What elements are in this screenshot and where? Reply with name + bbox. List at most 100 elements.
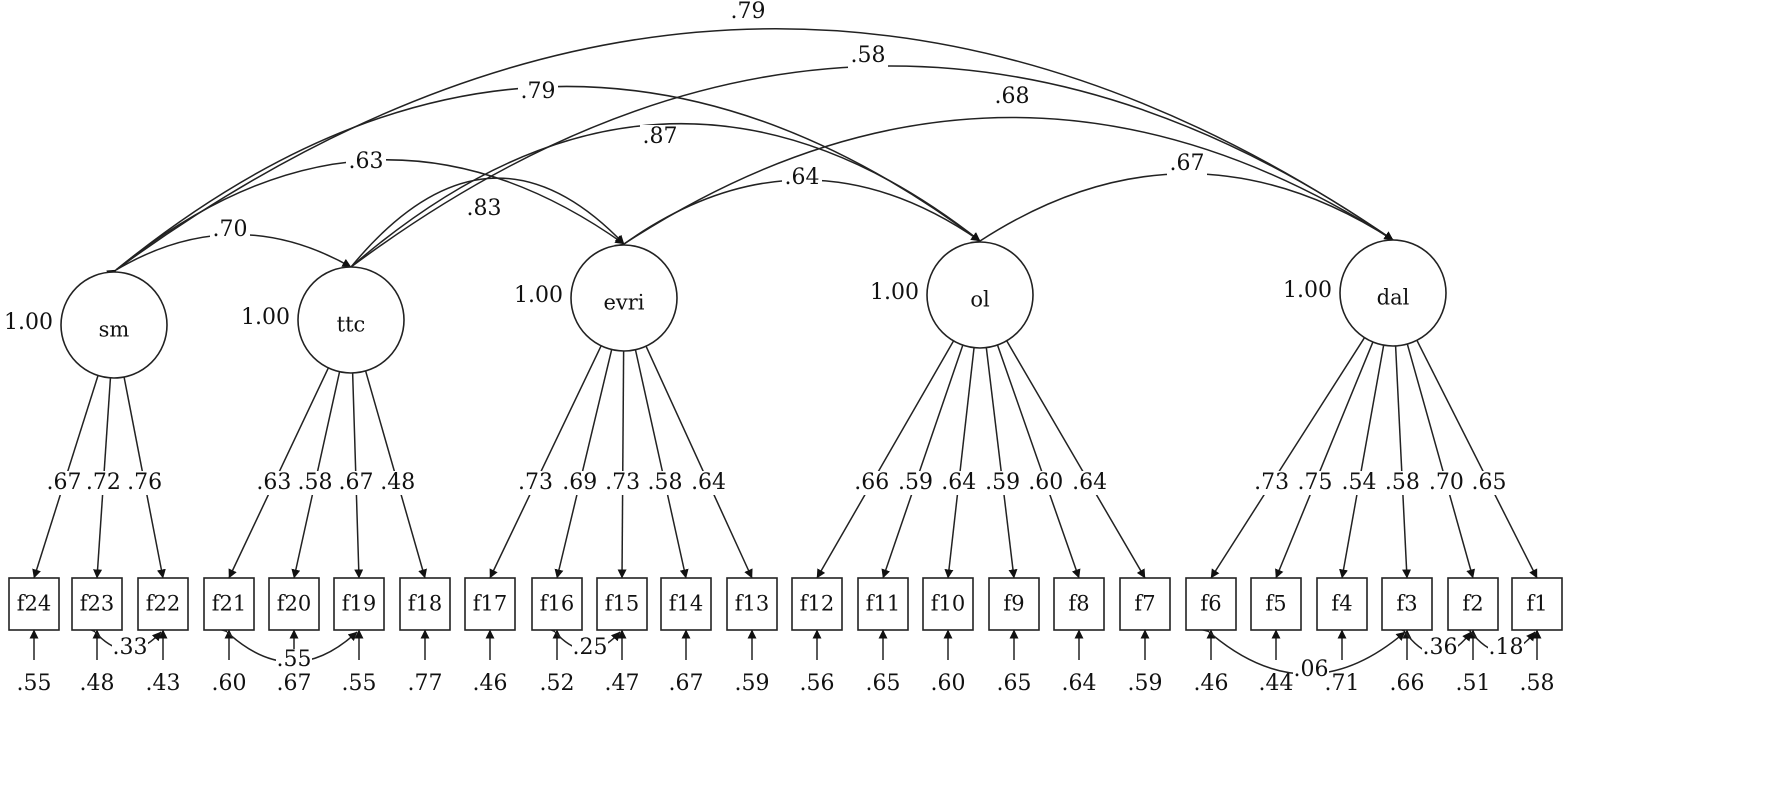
latent-label-sm: sm [99, 318, 130, 342]
loading-label-bg [129, 471, 160, 495]
loading-label-f23: .72 [86, 470, 121, 495]
loading-label-bg [943, 471, 974, 495]
correlation-label-bg [518, 80, 558, 104]
latent-circle-ol [926, 241, 1034, 349]
error-covariance-label-bg [1488, 637, 1524, 659]
loading-label-bg [1030, 471, 1061, 495]
indicator-label-f2: f2 [1462, 592, 1483, 616]
latent-circle-dal [1339, 239, 1447, 347]
loading-path-f6 [1210, 337, 1366, 579]
indicator-label-f10: f10 [931, 592, 966, 616]
loading-label-f19: .67 [339, 470, 374, 495]
latent-variance-ol: 1.00 [870, 280, 919, 305]
error-label-f4: .71 [1325, 671, 1360, 696]
loading-label-bg [649, 471, 680, 495]
indicator-label-f14: f14 [669, 592, 704, 616]
error-label-f8: .64 [1062, 671, 1097, 696]
indicator-box-f4 [1316, 577, 1368, 631]
loading-label-f14: .58 [647, 470, 682, 495]
loading-label-bg [520, 471, 551, 495]
indicator-box-f20 [268, 577, 320, 631]
error-covariance-label-bg [1293, 659, 1329, 681]
indicator-box-f17 [464, 577, 516, 631]
loading-label-bg [900, 471, 931, 495]
error-covariance-label-f23-f22: .33 [113, 635, 148, 660]
indicator-box-f9 [988, 577, 1040, 631]
correlation-arc-sm-dal [106, 28, 1394, 279]
loading-label-f21: .63 [256, 470, 291, 495]
indicator-label-f17: f17 [473, 592, 508, 616]
correlation-label-bg [848, 44, 888, 68]
loading-label-f10: .64 [941, 470, 976, 495]
loading-label-f13: .64 [691, 470, 726, 495]
loading-path-f16 [554, 349, 613, 579]
loading-label-bg [1074, 471, 1105, 495]
latent-label-dal: dal [1377, 286, 1410, 310]
latent-label-ttc: ttc [337, 313, 366, 337]
error-label-f6: .46 [1194, 671, 1229, 696]
error-label-f16: .52 [540, 671, 575, 696]
indicator-box-f19 [333, 577, 385, 631]
loading-label-f20: .58 [297, 470, 332, 495]
loading-label-bg [1474, 471, 1504, 495]
indicator-label-f16: f16 [540, 592, 575, 616]
correlation-label-bg [728, 0, 768, 24]
error-label-f12: .56 [800, 671, 835, 696]
indicator-label-f19: f19 [342, 592, 377, 616]
latent-circle-evri [570, 244, 678, 352]
indicator-label-f21: f21 [212, 592, 247, 616]
loading-path-f7 [1006, 340, 1146, 579]
indicator-label-f22: f22 [146, 592, 181, 616]
loading-label-bg [1256, 471, 1287, 495]
error-label-f5: .44 [1259, 671, 1294, 696]
correlation-label-ol-dal: .67 [1170, 151, 1205, 176]
correlation-label-ttc-dal: .68 [995, 84, 1030, 109]
indicator-box-f10 [922, 577, 974, 631]
correlation-arc-sm-ol [106, 85, 981, 279]
loading-label-bg [1387, 471, 1418, 495]
correlation-label-sm-ol: .79 [521, 79, 556, 104]
indicator-label-f23: f23 [80, 592, 115, 616]
loading-label-f8: .60 [1028, 470, 1063, 495]
loading-label-f3: .58 [1385, 470, 1420, 495]
indicator-label-f12: f12 [800, 592, 835, 616]
indicator-label-f5: f5 [1265, 592, 1286, 616]
loading-path-f5 [1275, 341, 1374, 579]
correlation-label-bg [1167, 152, 1207, 176]
error-label-f24: .55 [17, 671, 52, 696]
loading-label-bg [856, 471, 887, 495]
indicator-box-f23 [71, 577, 123, 631]
latent-circle-ttc [297, 266, 405, 374]
correlation-label-bg [464, 197, 504, 221]
loading-label-bg [299, 471, 330, 495]
error-covariance-label-f16-f15: .25 [573, 635, 608, 660]
loading-label-f22: .76 [127, 470, 162, 495]
indicator-box-f15 [596, 577, 648, 631]
loading-label-bg [564, 471, 595, 495]
error-label-f18: .77 [408, 671, 443, 696]
latent-label-evri: evri [603, 291, 644, 315]
error-label-f13: .59 [735, 671, 770, 696]
correlation-label-evri-dal: .79 [731, 0, 766, 24]
indicator-box-f14 [660, 577, 712, 631]
error-covariance-label-f3-f2: .36 [1423, 635, 1458, 660]
correlation-label-ttc-evri: .83 [467, 196, 502, 221]
loading-path-f14 [634, 349, 689, 579]
loading-path-f12 [816, 340, 955, 579]
error-covariance-label-bg [112, 637, 148, 659]
error-covariance-label-f6-f3: .06 [1294, 657, 1329, 682]
loading-label-bg [693, 471, 724, 495]
indicator-box-f13 [726, 577, 778, 631]
loading-label-f12: .66 [854, 470, 889, 495]
indicator-label-f1: f1 [1526, 592, 1547, 616]
correlation-label-bg [210, 218, 250, 242]
latent-variance-evri: 1.00 [514, 283, 563, 308]
loading-label-f18: .48 [380, 470, 415, 495]
correlation-arc-ol-dal [970, 173, 1394, 250]
indicator-label-f15: f15 [605, 592, 640, 616]
correlation-label-evri-ol: .64 [785, 165, 820, 190]
loading-label-bg [382, 471, 413, 495]
loading-label-bg [258, 471, 289, 495]
